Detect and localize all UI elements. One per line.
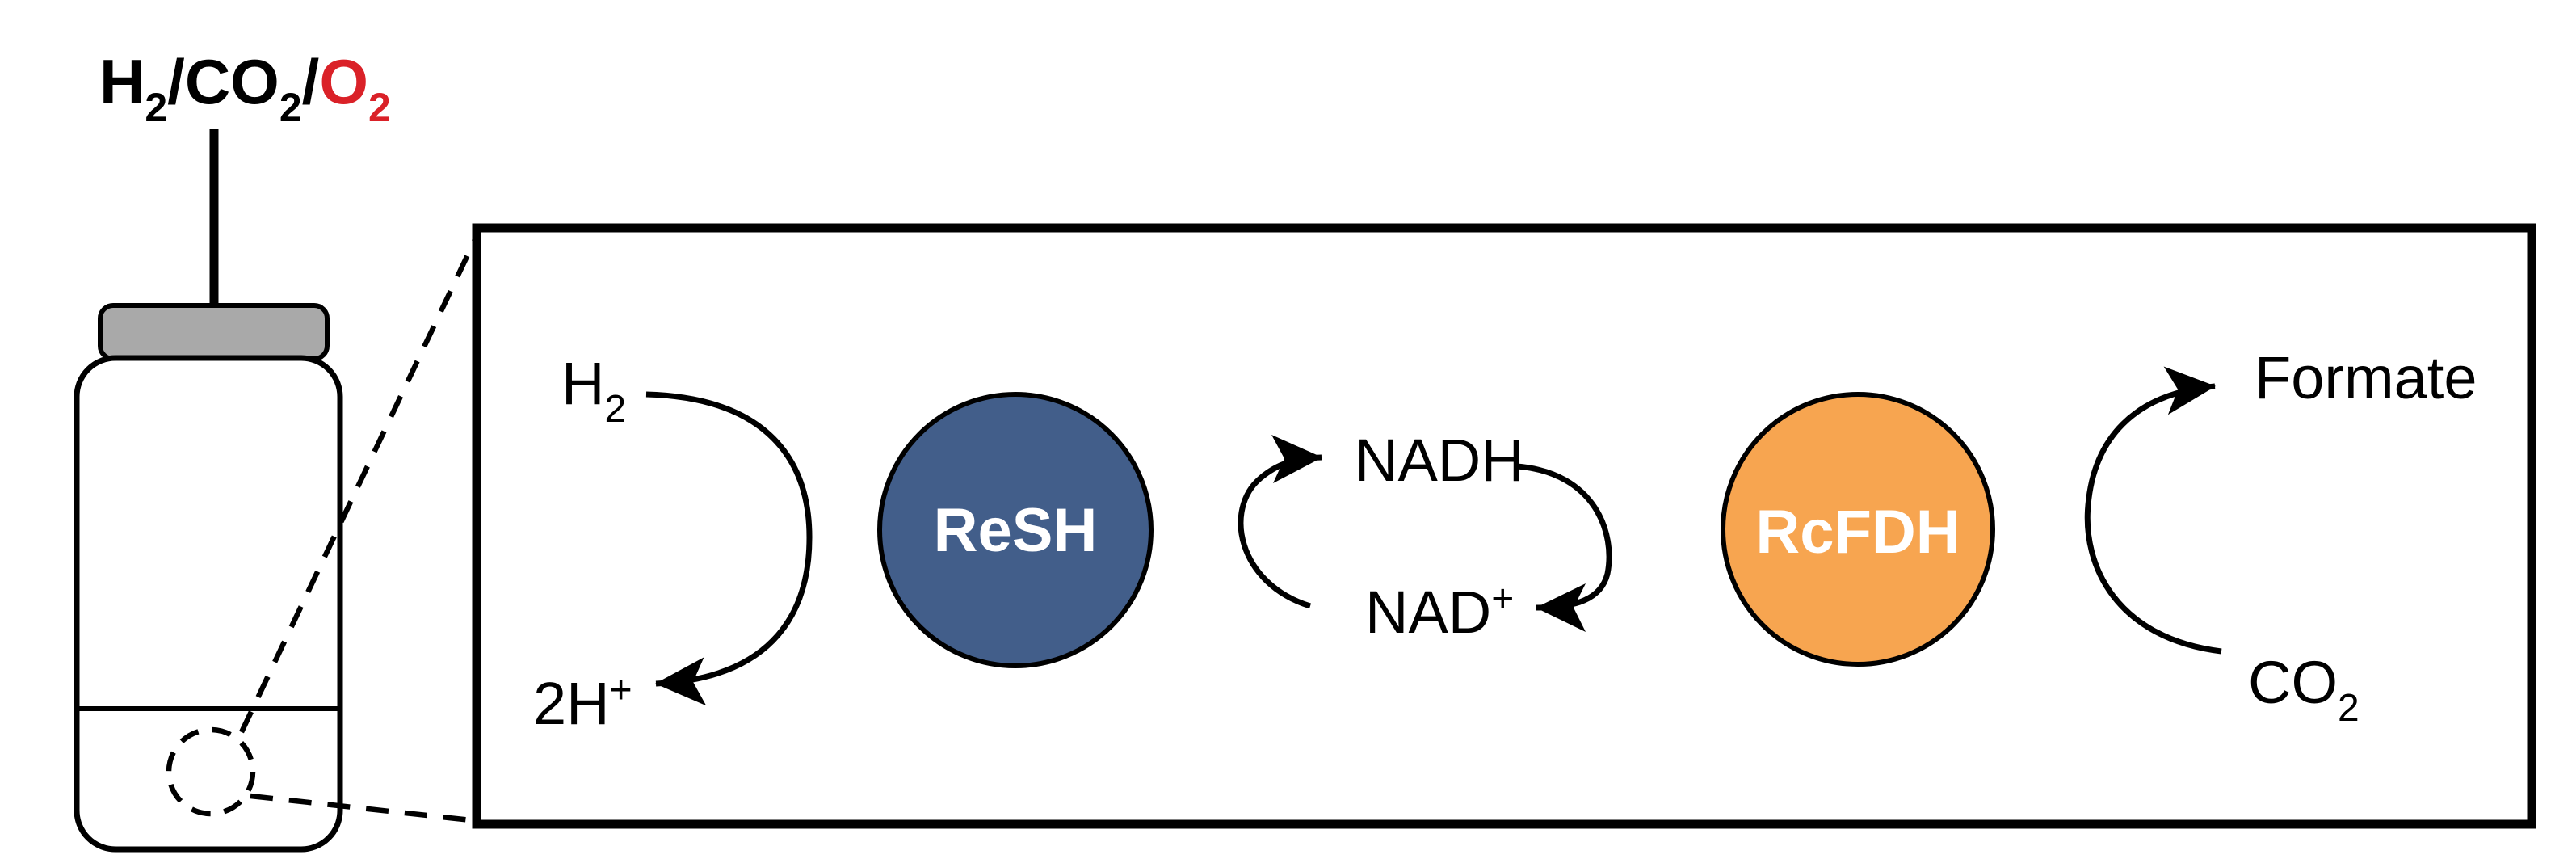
inset-box <box>472 223 2536 829</box>
nad-label-sup: + <box>1491 578 1514 621</box>
resh-enzyme-label: ReSH <box>934 496 1098 565</box>
vial-cap <box>98 303 330 361</box>
nad-to-nadh-arc <box>1238 434 1322 609</box>
nadh-label: NADH <box>1355 427 1524 494</box>
resh-enzyme-circle <box>877 392 1154 668</box>
protons-label: 2H+ <box>533 669 632 737</box>
co2-to-formate-arc <box>2084 366 2222 655</box>
nadh-to-nad-arc <box>1516 463 1612 632</box>
co2-label: CO2 <box>2248 649 2360 730</box>
gas-label-slash-1: / <box>167 46 185 117</box>
h2-label: H2 <box>561 350 626 431</box>
magnified-region-dashed-circle <box>166 726 256 817</box>
inset-connector-line-top <box>239 231 481 734</box>
protons-label-sup: + <box>610 669 632 712</box>
gas-label-h-sub: 2 <box>145 85 167 130</box>
gas-label-co: CO <box>185 46 279 117</box>
rcfdh-enzyme-label: RcFDH <box>1755 498 1960 566</box>
gas-label-o2-red: O <box>319 46 368 117</box>
h2-to-protons-arc <box>645 391 813 706</box>
nad-label: NAD+ <box>1365 578 1514 646</box>
gas-label-co-sub: 2 <box>279 85 302 130</box>
h2-label-sub: 2 <box>604 388 626 431</box>
nad-label-base: NAD <box>1365 579 1491 646</box>
rcfdh-enzyme-circle <box>1721 392 1995 667</box>
formate-label: Formate <box>2255 344 2477 411</box>
protons-label-base: 2H <box>533 670 610 737</box>
gas-label-h: H <box>99 46 145 117</box>
gas-label-slash-2: / <box>302 46 320 117</box>
h2-label-base: H <box>561 350 604 417</box>
co2-label-base: CO <box>2248 649 2338 716</box>
co2-label-sub: 2 <box>2338 687 2360 730</box>
vial-body <box>74 355 343 853</box>
gas-mixture-label: H2/CO2/O2 <box>99 46 391 130</box>
gas-label-o2-red-sub: 2 <box>368 85 391 130</box>
